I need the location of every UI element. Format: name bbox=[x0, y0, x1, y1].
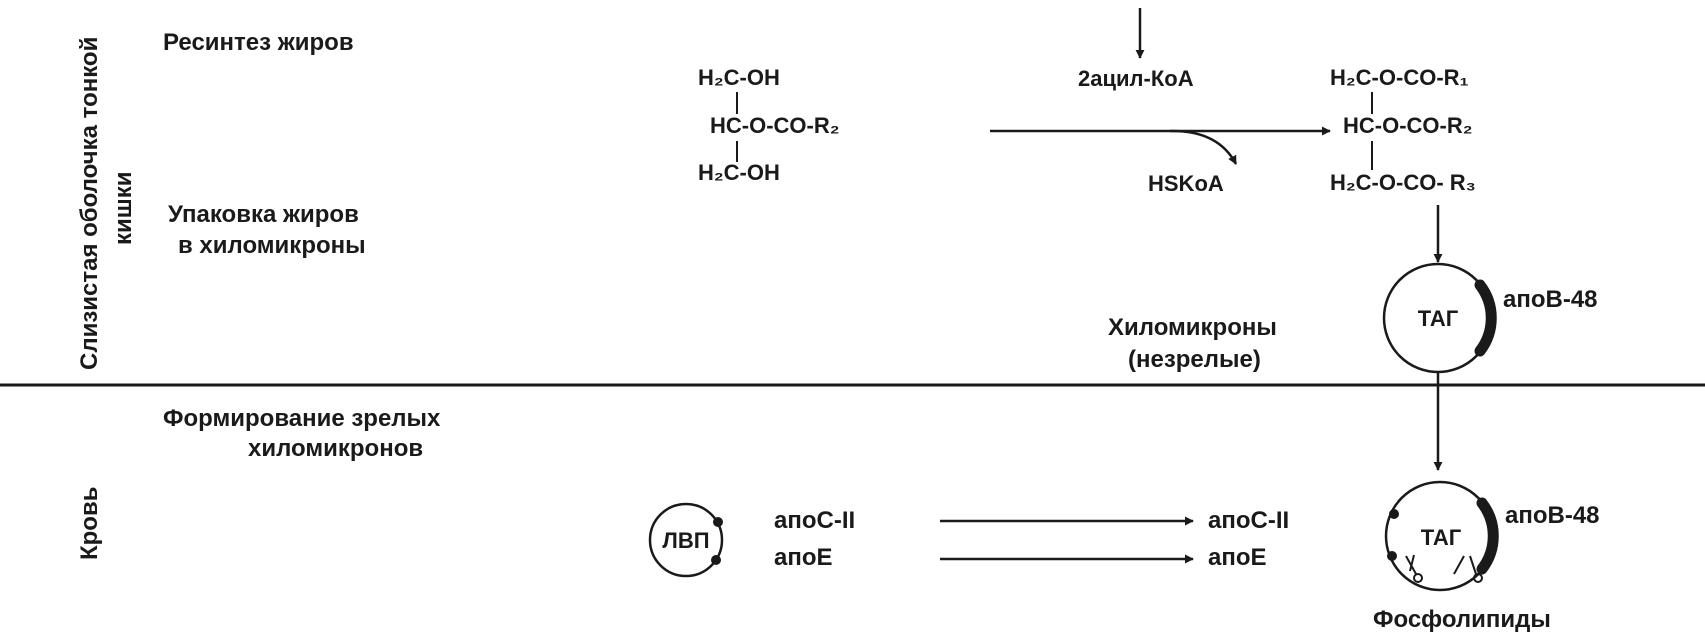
mature-apoc-dot bbox=[1389, 509, 1399, 519]
hdl-apoc-label: апоC-II bbox=[774, 507, 855, 534]
heading-mature-line2: хиломикронов bbox=[248, 435, 423, 462]
hdl-circle bbox=[648, 502, 724, 578]
hdl-apoe-label: апоE bbox=[774, 544, 833, 571]
mature-apoe-dot bbox=[1387, 551, 1397, 561]
phospholipids-label: Фосфолипиды bbox=[1373, 606, 1551, 633]
heading-packaging-line1: Упаковка жиров bbox=[168, 201, 359, 228]
mag-row2: HC-O-CO-R₂ bbox=[710, 113, 840, 138]
heading-packaging-line2: в хиломикроны bbox=[178, 232, 366, 259]
mature-apoc-label: апоC-II bbox=[1208, 507, 1289, 534]
side-label-mucosa-line1: Слизистая оболочка тонкой bbox=[76, 37, 103, 370]
tag-row3: H₂C-O-CO- R₃ bbox=[1330, 170, 1476, 195]
phospholipid-glyph-2 bbox=[1453, 555, 1477, 575]
mag-row1: H₂C-OH bbox=[698, 65, 780, 90]
tag-row2: HC-O-CO-R₂ bbox=[1343, 113, 1473, 138]
phospholipid-glyphs bbox=[1405, 554, 1483, 583]
hdl-name: ЛВП bbox=[662, 528, 709, 553]
triacylglycerol-structure: H₂C-O-CO-R₁ HC-O-CO-R₂ H₂C-O-CO- R₃ bbox=[1330, 65, 1476, 195]
immature-chylomicron: ТАГ апоB-48 Хиломикроны (незрелые) bbox=[1108, 262, 1598, 374]
immature-core-label: ТАГ bbox=[1418, 306, 1459, 331]
cosubstrate-label: 2ацил-КоА bbox=[1078, 66, 1194, 91]
phospholipid-head-1 bbox=[1413, 573, 1423, 583]
mature-apoe-label: апоE bbox=[1208, 544, 1267, 571]
heading-resynthesis: Ресинтез жиров bbox=[163, 29, 354, 56]
mature-chylomicron: ТАГ апоB-48 апоC-II апоE Фосфолипиды bbox=[1208, 480, 1600, 633]
side-label-mucosa-line2: кишки bbox=[110, 171, 137, 245]
immature-apob48-label: апоB-48 bbox=[1503, 286, 1598, 313]
hdl-apoe-dot bbox=[711, 555, 721, 565]
released-label: HSKoA bbox=[1148, 171, 1224, 196]
hdl-particle: ЛВП апоC-II апоE bbox=[648, 502, 855, 578]
phospholipid-glyph-1 bbox=[1405, 554, 1417, 575]
mag-row3: H₂C-OH bbox=[698, 160, 780, 185]
mature-apob48-band bbox=[1476, 497, 1499, 575]
side-label-blood: Кровь bbox=[76, 487, 103, 560]
mature-apob48-label: апоB-48 bbox=[1505, 502, 1600, 529]
monoacylglycerol-structure: H₂C-OH HC-O-CO-R₂ H₂C-OH bbox=[698, 65, 840, 185]
phospholipid-head-2 bbox=[1473, 573, 1483, 583]
hskoa-release-arrow bbox=[1169, 129, 1238, 165]
immature-apob48-band bbox=[1474, 279, 1497, 357]
tag-row1: H₂C-O-CO-R₁ bbox=[1330, 65, 1469, 90]
mature-core-label: ТАГ bbox=[1421, 525, 1462, 550]
immature-label-line2: (незрелые) bbox=[1128, 346, 1261, 373]
immature-label-line1: Хиломикроны bbox=[1108, 314, 1277, 341]
hdl-apoc-dot bbox=[713, 517, 723, 527]
heading-mature-line1: Формирование зрелых bbox=[163, 405, 441, 432]
